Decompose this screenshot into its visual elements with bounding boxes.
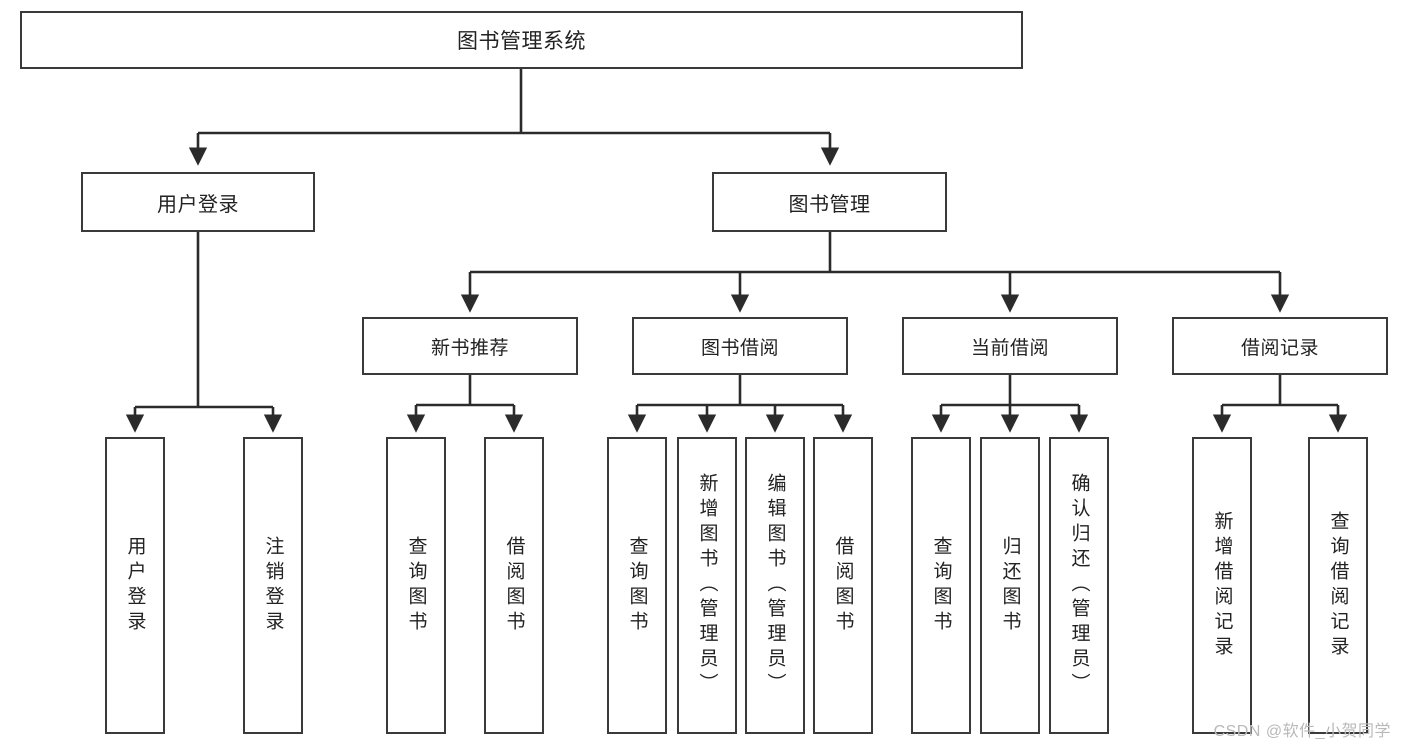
leaf-user-login[interactable]: 用户登录 (105, 437, 165, 734)
node-label: 编辑图书（管理员） (764, 473, 786, 698)
watermark-text: CSDN @软件_小贺同学 (1213, 723, 1391, 740)
node-label: 确认归还（管理员） (1068, 473, 1090, 698)
leaf-add-book-admin[interactable]: 新增图书（管理员） (677, 437, 737, 734)
node-label: 新书推荐 (430, 337, 509, 359)
node-label: 用户登录 (124, 535, 146, 636)
node-label: 新增借阅记录 (1211, 510, 1233, 661)
node-current-borrow[interactable]: 当前借阅 (902, 317, 1118, 375)
leaf-add-borrow-record[interactable]: 新增借阅记录 (1192, 437, 1252, 734)
node-label: 借阅图书 (832, 535, 854, 636)
node-label: 借阅图书 (503, 535, 525, 636)
node-label: 查询图书 (405, 535, 427, 636)
node-label: 注销登录 (262, 535, 284, 636)
leaf-borrow-book-newbook[interactable]: 借阅图书 (484, 437, 544, 734)
node-label: 图书借阅 (700, 337, 779, 359)
node-label: 查询图书 (930, 535, 952, 636)
leaf-borrow-book[interactable]: 借阅图书 (813, 437, 873, 734)
node-label: 新增图书（管理员） (696, 473, 718, 698)
node-label: 借阅记录 (1240, 337, 1319, 359)
node-label: 归还图书 (999, 535, 1021, 636)
leaf-confirm-return-admin[interactable]: 确认归还（管理员） (1049, 437, 1109, 734)
leaf-edit-book-admin[interactable]: 编辑图书（管理员） (745, 437, 805, 734)
node-label: 查询借阅记录 (1327, 510, 1349, 661)
node-borrow-record[interactable]: 借阅记录 (1172, 317, 1388, 375)
node-label: 查询图书 (626, 535, 648, 636)
leaf-logout[interactable]: 注销登录 (243, 437, 303, 734)
leaf-query-borrow-record[interactable]: 查询借阅记录 (1308, 437, 1368, 734)
node-user-login[interactable]: 用户登录 (81, 172, 315, 232)
leaf-query-book-borrow[interactable]: 查询图书 (607, 437, 667, 734)
node-label: 图书管理系统 (457, 30, 586, 53)
node-label: 用户登录 (157, 193, 239, 216)
node-book-borrow[interactable]: 图书借阅 (632, 317, 848, 375)
node-label: 当前借阅 (970, 337, 1049, 359)
node-label: 图书管理 (788, 193, 871, 216)
node-new-book-recommend[interactable]: 新书推荐 (362, 317, 578, 375)
leaf-query-book-newbook[interactable]: 查询图书 (386, 437, 446, 734)
leaf-return-book[interactable]: 归还图书 (980, 437, 1040, 734)
node-book-management[interactable]: 图书管理 (712, 172, 947, 232)
leaf-query-book-current[interactable]: 查询图书 (911, 437, 971, 734)
node-root-system[interactable]: 图书管理系统 (20, 11, 1023, 69)
